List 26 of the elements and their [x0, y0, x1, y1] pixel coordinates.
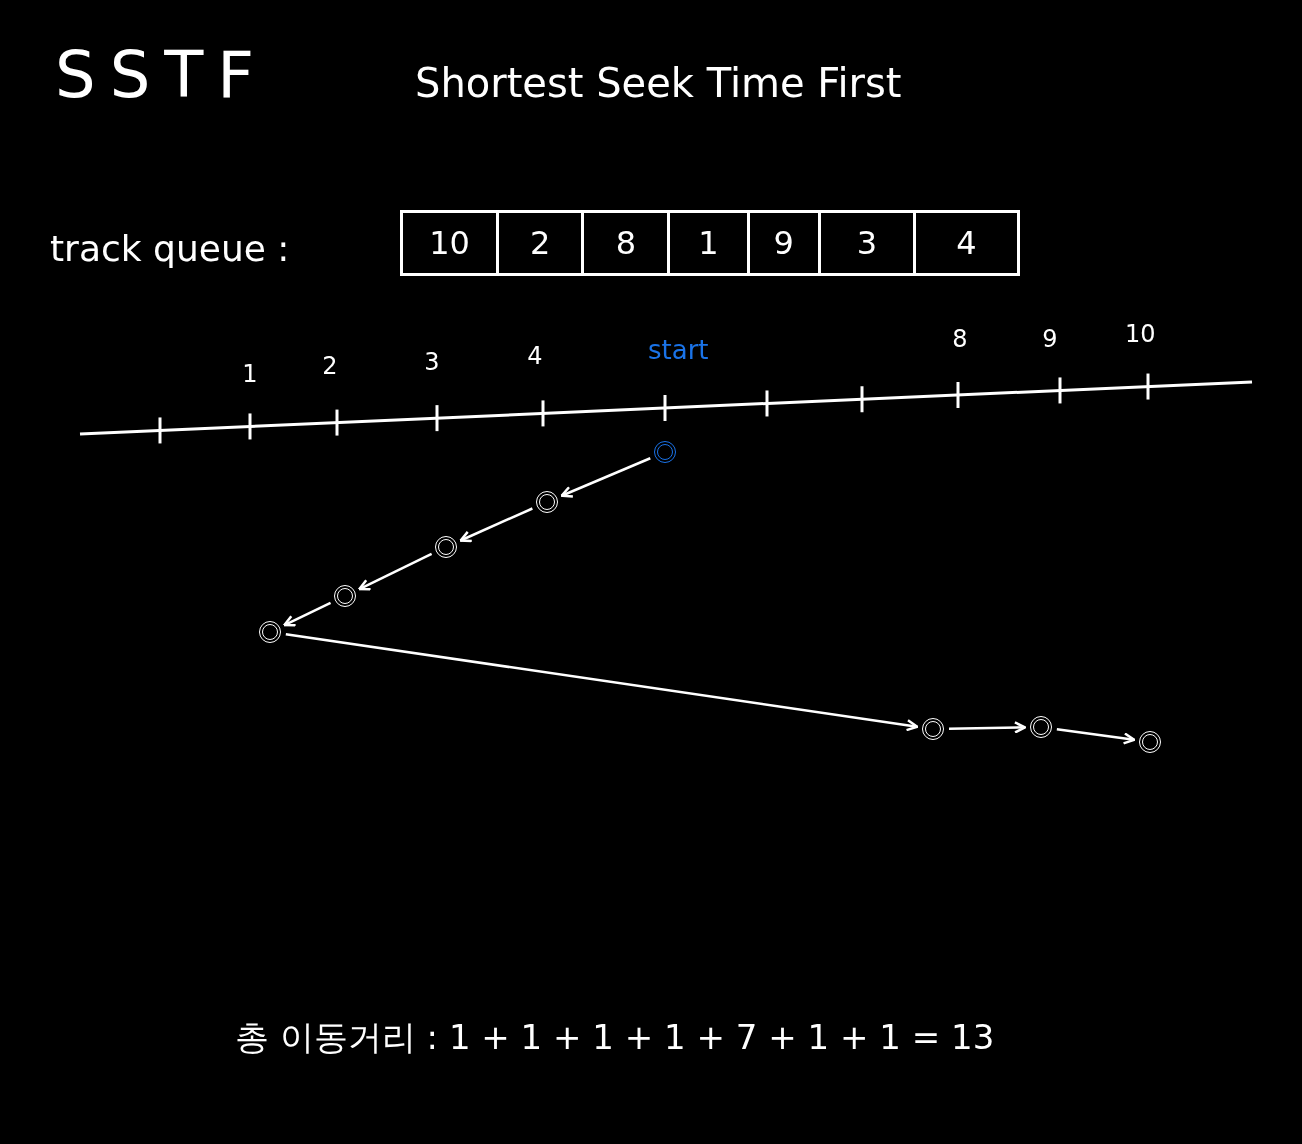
- total-distance-text: 총 이동거리 : 1 + 1 + 1 + 1 + 7 + 1 + 1 = 13: [235, 1016, 995, 1059]
- arrow: [358, 552, 433, 591]
- tick-label: 8: [951, 325, 969, 353]
- track-number: 2: [499, 213, 585, 273]
- track-number: 10: [403, 213, 500, 273]
- track-number: 8: [584, 213, 671, 273]
- track-number: 1: [670, 213, 750, 273]
- track-number: 4: [955, 223, 978, 264]
- subtitle: Shortest Seek Time First: [415, 60, 902, 106]
- tick-label: 4: [526, 342, 544, 370]
- arrow: [283, 601, 332, 627]
- tick-label: 1: [241, 360, 259, 388]
- arrow: [948, 721, 1027, 734]
- tick-label: 10: [1125, 320, 1155, 348]
- tick-label: 2: [321, 352, 339, 380]
- tick-label: 9: [1041, 325, 1059, 353]
- start-label: start: [648, 335, 709, 365]
- arrow: [560, 457, 651, 498]
- track-number: 3: [820, 213, 916, 273]
- row-label: track queue :: [50, 228, 290, 269]
- arrow: [285, 633, 919, 732]
- arrow: [459, 507, 533, 543]
- track-number: 9: [749, 213, 821, 273]
- title: SSTF: [55, 38, 269, 112]
- tick-label: 3: [423, 348, 441, 376]
- arrow: [1056, 727, 1136, 745]
